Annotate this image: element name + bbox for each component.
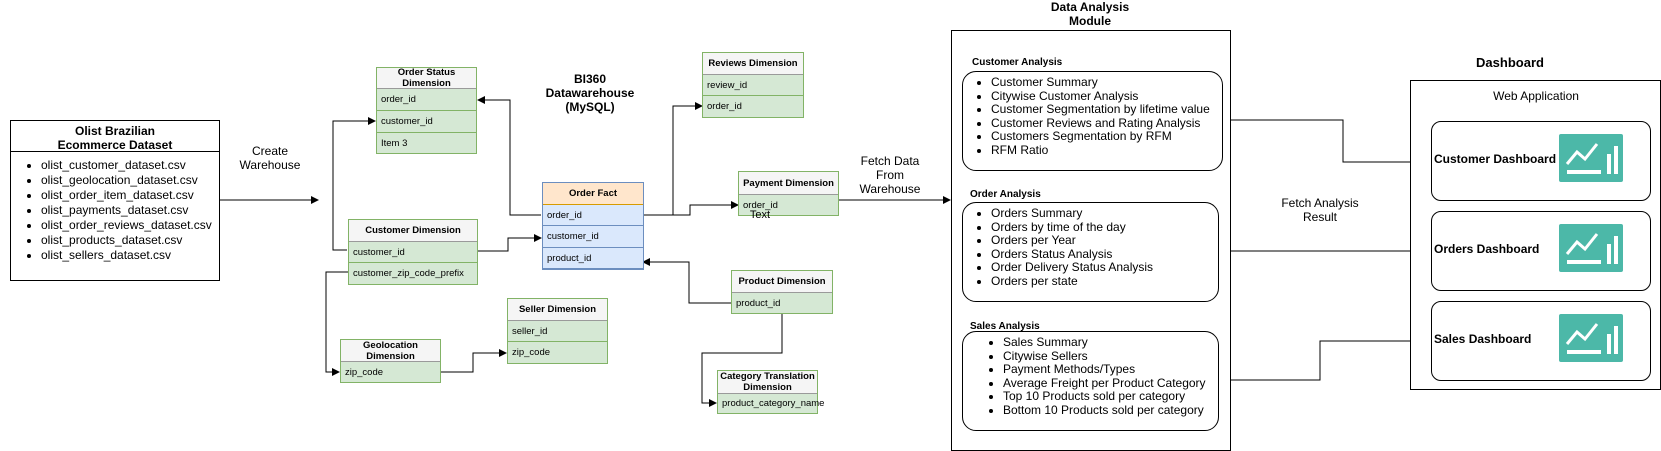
order-analysis-list: Orders Summary Orders by time of the day… [963,206,1218,289]
table-order-status-dimension: Order Status Dimension order_id customer… [376,67,477,154]
arrow-customer-to-fact [477,234,542,252]
table-title: Order Status Dimension [377,67,476,89]
sales-analysis-box: Sales Summary Citywise Sellers Payment M… [962,331,1219,431]
table-geolocation-dimension: Geolocation Dimension zip_code [340,339,441,383]
analysis-item: Payment Methods/Types [1003,363,1218,377]
web-application-container: Web Application Customer Dashboard Order… [1410,80,1661,390]
analysis-item: Citywise Customer Analysis [991,89,1222,104]
table-customer-dimension: Customer Dimension customer_id customer_… [348,219,478,285]
table-field: product_id [543,248,643,269]
table-payment-dimension: Payment Dimension order_id [738,171,839,216]
orders-dashboard-card[interactable]: Orders Dashboard [1431,211,1651,291]
source-file: olist_customer_dataset.csv [41,158,219,173]
customer-dashboard-label: Customer Dashboard [1434,152,1557,166]
table-product-dimension: Product Dimension product_id [731,270,833,314]
table-field: customer_id [377,111,476,133]
analysis-item: Order Delivery Status Analysis [991,261,1218,275]
analytics-chart-icon [1559,224,1623,272]
table-order-fact: Order Fact order_id customer_id product_… [542,182,644,270]
table-reviews-dimension: Reviews Dimension review_id order_id [702,52,804,118]
sales-dashboard-label: Sales Dashboard [1434,332,1532,346]
source-file: olist_order_item_dataset.csv [41,188,219,203]
analysis-item: Citywise Sellers [1003,349,1218,364]
analysis-item: Customer Reviews and Rating Analysis [991,116,1222,131]
table-title: Category Translation Dimension [718,371,817,394]
source-file: olist_geolocation_dataset.csv [41,173,219,188]
fetch-data-label: Fetch Data From Warehouse [859,154,921,196]
customer-analysis-title: Customer Analysis [972,57,1063,68]
order-analysis-box: Orders Summary Orders by time of the day… [962,202,1219,302]
table-field: customer_id [349,242,477,263]
analytics-chart-icon [1559,314,1623,362]
table-title: Geolocation Dimension [341,340,440,362]
module-title: Data Analysis Module [1050,0,1130,28]
table-field: order_id [703,96,803,117]
table-title: Product Dimension [732,271,832,293]
analysis-item: Customer Segmentation by lifetime value [991,103,1222,117]
analysis-item: Orders per state [991,274,1218,289]
table-field: review_id [703,75,803,96]
analysis-item: Orders Summary [991,206,1218,221]
table-field: zip_code [508,342,607,363]
table-field: order_id [739,195,838,215]
customer-dashboard-card[interactable]: Customer Dashboard [1431,121,1651,201]
arrow-customer-analysis-to-dashboard [1221,119,1432,166]
analysis-item: Customer Summary [991,75,1222,90]
table-title: Reviews Dimension [703,53,803,75]
table-title: Payment Dimension [739,172,838,195]
source-file: olist_sellers_dataset.csv [41,248,219,263]
stray-text-label: Text [749,209,771,221]
sales-analysis-list: Sales Summary Citywise Sellers Payment M… [963,335,1218,418]
source-file: olist_payments_dataset.csv [41,203,219,218]
table-category-translation-dimension: Category Translation Dimension product_c… [717,370,824,414]
sales-analysis-title: Sales Analysis [970,321,1040,332]
arrow-fact-to-orderstatus [477,96,541,216]
arrow-geolocation-to-seller [440,349,507,373]
table-field: customer_zip_code_prefix [349,263,477,284]
create-warehouse-label: Create Warehouse [239,144,301,172]
analysis-item: Orders by time of the day [991,220,1218,235]
table-field: product_category_name [718,394,824,413]
orders-dashboard-label: Orders Dashboard [1434,242,1540,256]
sales-dashboard-card[interactable]: Sales Dashboard [1431,301,1651,381]
customer-analysis-box: Customer Summary Citywise Customer Analy… [962,71,1223,171]
table-field: order_id [543,205,643,226]
table-field: customer_id [543,226,643,248]
table-field: Item 3 [377,133,476,153]
table-field: product_id [732,293,832,313]
source-file: olist_order_reviews_dataset.csv [41,218,219,233]
warehouse-title: BI360 Datawarehouse (MySQL) [545,72,635,114]
analysis-item: Orders Status Analysis [991,247,1218,262]
table-title: Order Fact [543,183,643,205]
arrow-fact-to-reviews [642,102,703,216]
dashboard-title: Dashboard [1476,55,1544,70]
fetch-analysis-label: Fetch Analysis Result [1281,196,1359,224]
customer-analysis-list: Customer Summary Citywise Customer Analy… [963,75,1222,158]
table-title: Seller Dimension [508,299,607,321]
arrow-product-to-fact [642,258,731,304]
table-title: Customer Dimension [349,220,477,242]
data-analysis-module: Customer Analysis Customer Summary Cityw… [951,30,1231,451]
arrow-sales-analysis-to-dashboard [1218,337,1432,381]
source-dataset-title: Olist Brazilian Ecommerce Dataset [11,121,219,152]
analytics-chart-icon [1559,134,1623,182]
source-dataset-box: Olist Brazilian Ecommerce Dataset olist_… [10,120,220,281]
web-application-label: Web Application [1493,89,1579,103]
table-field: zip_code [341,362,440,382]
arrow-fact-to-payment [642,201,739,216]
analysis-item: Top 10 Products sold per category [1003,390,1218,404]
source-file-list: olist_customer_dataset.csv olist_geoloca… [11,158,219,263]
table-field: order_id [377,89,476,111]
analysis-item: Customers Segmentation by RFM [991,130,1222,144]
analysis-item: RFM Ratio [991,143,1222,158]
table-field: seller_id [508,321,607,342]
analysis-item: Orders per Year [991,234,1218,248]
analysis-item: Sales Summary [1003,335,1218,350]
analysis-item: Bottom 10 Products sold per category [1003,403,1218,418]
analysis-item: Average Freight per Product Category [1003,376,1218,391]
source-file: olist_products_dataset.csv [41,233,219,248]
table-seller-dimension: Seller Dimension seller_id zip_code [507,298,608,364]
order-analysis-title: Order Analysis [970,189,1041,200]
